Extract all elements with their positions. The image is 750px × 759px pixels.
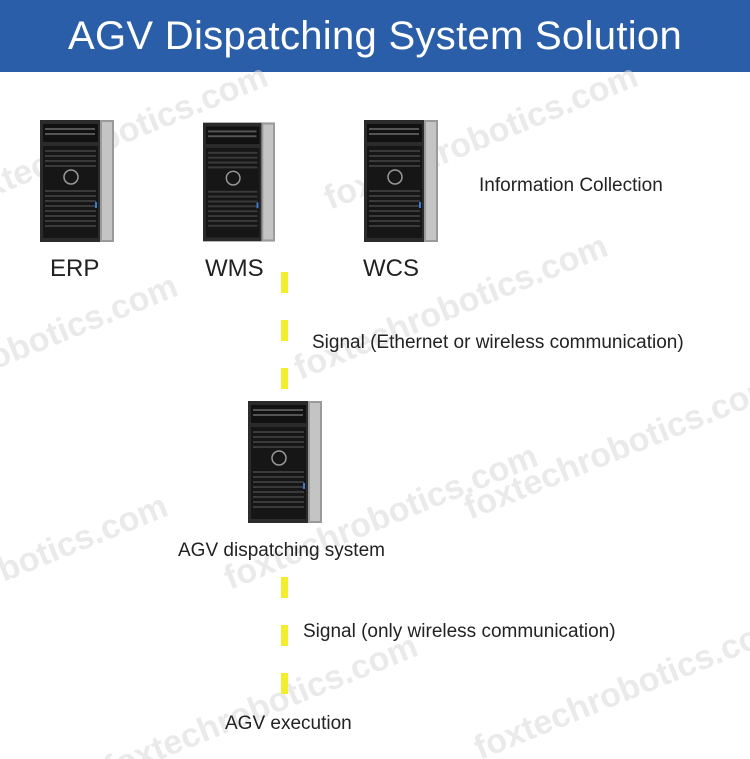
watermark-text: foxtechrobotics.com xyxy=(0,267,183,427)
watermark-text: foxtechrobotics.com xyxy=(99,627,423,759)
wms-server-icon xyxy=(203,122,275,242)
watermark-text: foxtechrobotics.com xyxy=(459,367,750,527)
wcs-server-icon xyxy=(364,120,438,242)
watermark-text: foxtechrobotics.com xyxy=(0,487,173,647)
wcs-label: WCS xyxy=(363,255,419,282)
signal-dash-top xyxy=(281,320,288,341)
signal-dash-bottom xyxy=(281,673,288,694)
dispatch-server-icon xyxy=(248,401,322,523)
watermark-text: foxtechrobotics.com xyxy=(289,227,613,387)
agv-execution-label: AGV execution xyxy=(225,713,352,734)
information-collection-label: Information Collection xyxy=(479,175,663,196)
wms-label: WMS xyxy=(205,255,264,282)
signal-dash-bottom xyxy=(281,577,288,598)
signal-dash-bottom xyxy=(281,625,288,646)
page-title: AGV Dispatching System Solution xyxy=(67,13,683,58)
signal-dash-top xyxy=(281,272,288,293)
signal-wireless-label: Signal (only wireless communication) xyxy=(303,621,616,642)
header-banner: AGV Dispatching System Solution xyxy=(0,0,750,72)
erp-server-icon xyxy=(40,120,114,242)
signal-ethernet-label: Signal (Ethernet or wireless communicati… xyxy=(312,332,684,353)
signal-dash-top xyxy=(281,368,288,389)
erp-label: ERP xyxy=(50,255,100,282)
dispatch-system-label: AGV dispatching system xyxy=(178,540,385,561)
